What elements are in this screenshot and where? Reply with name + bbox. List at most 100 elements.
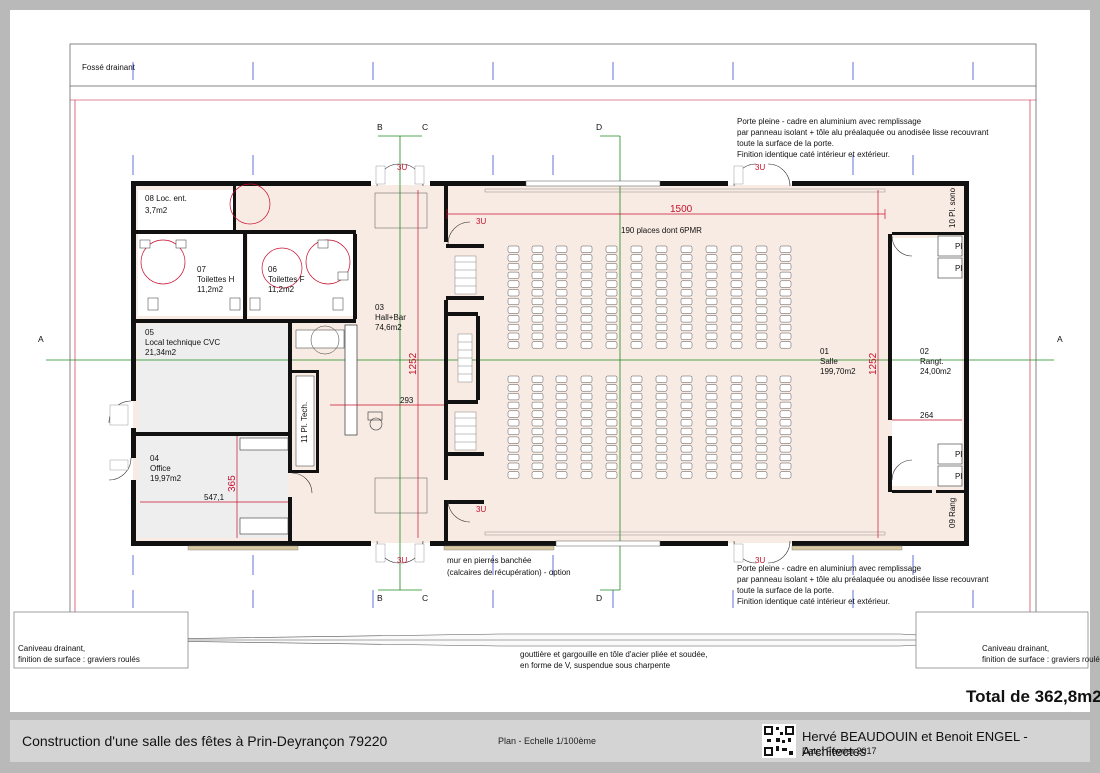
room-01-name: Salle [820, 357, 838, 366]
seat [531, 393, 544, 401]
seat [555, 289, 568, 297]
caniveau-right-box [915, 611, 1089, 669]
seat [555, 471, 568, 479]
seat [680, 436, 693, 444]
seat [605, 384, 618, 392]
seat [779, 263, 792, 271]
seat [555, 324, 568, 332]
seat [555, 315, 568, 323]
seat [705, 401, 718, 409]
seat [655, 419, 668, 427]
room-11-label: 11 Pl. Tech. [300, 402, 309, 443]
seat [531, 341, 544, 349]
seat [779, 471, 792, 479]
seat [730, 462, 743, 470]
dim-1252-hall: 1252 [408, 352, 419, 375]
svg-text:toute la surface de la porte.: toute la surface de la porte. [737, 586, 834, 595]
seat [605, 289, 618, 297]
svg-text:par panneau isolant + tôle alu: par panneau isolant + tôle alu préalaqué… [737, 575, 989, 584]
seat [555, 245, 568, 253]
room-02-num: 02 [920, 347, 929, 356]
room-06-area: 11,2m2 [268, 285, 295, 294]
seat [779, 341, 792, 349]
seat [655, 471, 668, 479]
seat [655, 245, 668, 253]
seat [580, 306, 593, 314]
room-07-area: 11,2m2 [197, 285, 224, 294]
project-title: Construction d'une salle des fêtes à Pri… [22, 733, 388, 749]
seat [555, 306, 568, 314]
seat [605, 401, 618, 409]
seat [655, 306, 668, 314]
seat [580, 384, 593, 392]
drain-ditch [69, 43, 1037, 87]
seat [580, 427, 593, 435]
seat [730, 436, 743, 444]
seat [730, 410, 743, 418]
seat [655, 297, 668, 305]
seat [630, 419, 643, 427]
exterior-walls [131, 181, 969, 546]
seat [680, 263, 693, 271]
seat [605, 419, 618, 427]
seat [630, 384, 643, 392]
seat [531, 454, 544, 462]
seat [680, 401, 693, 409]
seat [755, 401, 768, 409]
seat [605, 332, 618, 340]
seat [555, 297, 568, 305]
seat [680, 375, 693, 383]
seat [680, 324, 693, 332]
seat [730, 375, 743, 383]
seat [630, 410, 643, 418]
seat [779, 271, 792, 279]
seat [630, 401, 643, 409]
seat [779, 332, 792, 340]
seat [531, 271, 544, 279]
seat [580, 254, 593, 262]
section-d-top: D [596, 122, 602, 132]
section-b-top: B [377, 122, 383, 132]
seat [580, 332, 593, 340]
seat [580, 245, 593, 253]
seat [755, 436, 768, 444]
seat [705, 324, 718, 332]
seat [779, 254, 792, 262]
seat [680, 280, 693, 288]
seat [730, 271, 743, 279]
seat [507, 254, 520, 262]
dim-547: 547,1 [204, 493, 225, 502]
seat [730, 393, 743, 401]
seat [730, 315, 743, 323]
seat [730, 419, 743, 427]
seat [507, 332, 520, 340]
seat [555, 436, 568, 444]
seating-rows [507, 245, 792, 479]
seat [680, 445, 693, 453]
seat [507, 324, 520, 332]
seat [779, 393, 792, 401]
seat [755, 280, 768, 288]
seat [605, 324, 618, 332]
seat [779, 245, 792, 253]
seat [507, 393, 520, 401]
seat [605, 280, 618, 288]
seat [779, 445, 792, 453]
seat [507, 401, 520, 409]
annotations: Porte pleine - cadre en aluminium avec r… [447, 117, 989, 670]
svg-text:gouttière et gargouille en tôl: gouttière et gargouille en tôle d'acier … [520, 650, 707, 659]
seat [705, 306, 718, 314]
seat [630, 393, 643, 401]
seat [630, 375, 643, 383]
section-b-bottom: B [377, 593, 383, 603]
section-c-bottom: C [422, 593, 428, 603]
seat [755, 289, 768, 297]
seat [680, 245, 693, 253]
seat [531, 306, 544, 314]
seat [705, 471, 718, 479]
seat [580, 401, 593, 409]
seat [655, 393, 668, 401]
seat [755, 297, 768, 305]
section-a-right: A [1057, 334, 1063, 344]
seat [779, 427, 792, 435]
